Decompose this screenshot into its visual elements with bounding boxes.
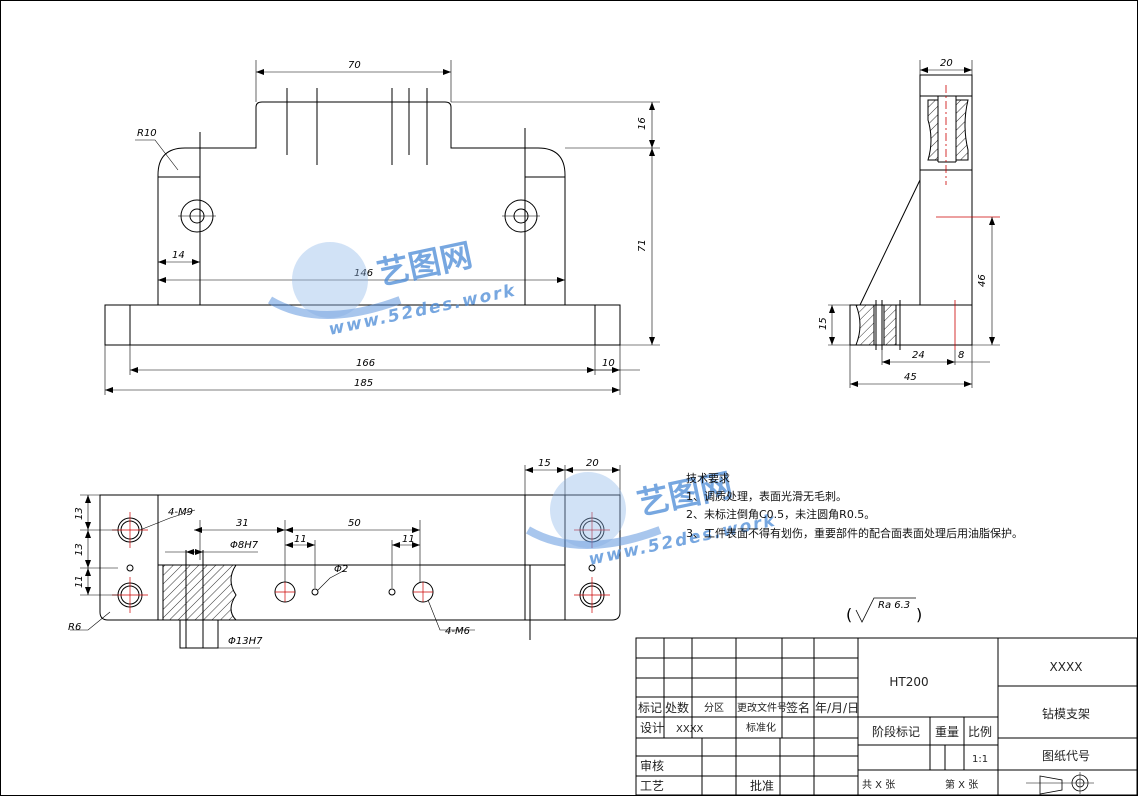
label-mark: 标记 [638, 701, 662, 715]
scale-value: 1:1 [972, 754, 988, 765]
dim-r10: R10 [137, 128, 157, 139]
side-view-dim-labels: 20 46 15 24 8 45 [818, 58, 988, 383]
company-name: XXXX [1050, 660, 1083, 674]
dim-14: 14 [172, 250, 185, 261]
projection-symbol-icon [1026, 772, 1094, 795]
top-dim-11b: 11 [294, 534, 307, 545]
front-view [104, 88, 621, 346]
top-dim-4m6: 4-M6 [445, 626, 470, 637]
side-dim-20: 20 [940, 58, 953, 69]
designer-name: XXXX [676, 724, 704, 735]
top-view [99, 494, 621, 649]
front-upright [157, 101, 566, 305]
side-dim-46: 46 [977, 274, 988, 287]
label-change-doc: 更改文件号 [737, 701, 787, 714]
top-dim-15: 15 [538, 458, 551, 469]
requirement-3: 3、工件表面不得有划伤，重要部件的配合面表面处理后用油脂保护。 [686, 526, 1023, 540]
dim-10: 10 [602, 358, 615, 369]
svg-text:): ) [916, 605, 922, 624]
watermark-globe-icon [267, 242, 402, 319]
label-zone: 分区 [704, 702, 724, 714]
top-dim-50: 50 [348, 518, 361, 529]
top-dim-20: 20 [586, 458, 599, 469]
sheets-total: 共 X 张 [862, 779, 895, 791]
label-count: 处数 [665, 700, 689, 715]
label-stage-mark: 阶段标记 [872, 724, 920, 739]
top-dim-13b: 13 [74, 543, 85, 556]
top-dim-phi8h7: Φ8H7 [230, 540, 259, 551]
top-dim-13a: 13 [74, 507, 85, 520]
dim-146: 146 [354, 268, 373, 279]
top-dim-phi2: Φ2 [334, 564, 348, 575]
top-dim-phi13h7: Φ13H7 [228, 636, 263, 647]
dim-70: 70 [348, 60, 361, 71]
front-base [104, 304, 621, 346]
material: HT200 [889, 675, 928, 689]
dim-166: 166 [356, 358, 375, 369]
roughness-value: Ra 6.3 [878, 600, 910, 611]
top-view-dims [70, 465, 621, 649]
requirements-title: 技术要求 [686, 472, 730, 485]
top-outline [99, 494, 621, 621]
requirement-1: 1、调质处理，表面光滑无毛刺。 [686, 489, 847, 503]
side-dim-15: 15 [818, 317, 829, 330]
watermark-logo-text: 艺图网 [374, 236, 476, 293]
top-view-dim-labels: 15 20 13 13 11 4-M9 31 50 Φ8H7 11 11 Φ2 … [68, 458, 599, 647]
side-dim-24: 24 [912, 350, 925, 361]
title-block-text: HT200 XXXX 钻模支架 图纸代号 标记 处数 分区 更改文件号 签名 年… [638, 660, 1090, 793]
label-standardize: 标准化 [746, 721, 776, 734]
top-dim-11: 11 [74, 575, 85, 588]
label-sign: 签名 [786, 700, 810, 715]
dim-185: 185 [354, 378, 373, 389]
label-date: 年/月/日 [815, 701, 859, 715]
watermark-globe-icon [526, 472, 662, 549]
requirement-2: 2、未标注倒角C0.5，未注圆角R0.5。 [686, 507, 875, 521]
front-view-dim-labels: 70 R10 16 71 14 146 166 10 185 [137, 60, 648, 389]
roughness-symbol: ( ) Ra 6.3 [846, 597, 922, 624]
label-approve: 批准 [750, 778, 774, 793]
side-view-dims [828, 60, 1000, 388]
label-review: 审核 [640, 758, 664, 773]
technical-requirements: 技术要求 1、调质处理，表面光滑无毛刺。 2、未标注倒角C0.5，未注圆角R0.… [686, 472, 1023, 540]
label-design: 设计 [640, 721, 664, 735]
label-process: 工艺 [640, 779, 664, 793]
side-dim-45: 45 [904, 372, 917, 383]
svg-text:(: ( [846, 605, 852, 624]
front-view-dims [104, 60, 660, 395]
sheet-number: 第 X 张 [945, 778, 978, 791]
dim-16: 16 [637, 117, 648, 130]
top-dim-31: 31 [236, 518, 249, 529]
top-dim-r6: R6 [68, 622, 81, 633]
label-scale: 比例 [968, 725, 992, 739]
label-weight: 重量 [935, 725, 959, 739]
top-dim-11c: 11 [402, 534, 415, 545]
watermark-1: 艺图网 www.52des.work [267, 236, 518, 340]
part-name: 钻模支架 [1042, 706, 1090, 721]
drawing-number-label: 图纸代号 [1042, 749, 1090, 763]
top-dim-4m9: 4-M9 [168, 507, 193, 518]
side-dim-8: 8 [958, 350, 964, 361]
title-block [635, 637, 1138, 796]
dim-71: 71 [637, 239, 648, 252]
side-view [849, 74, 1000, 350]
